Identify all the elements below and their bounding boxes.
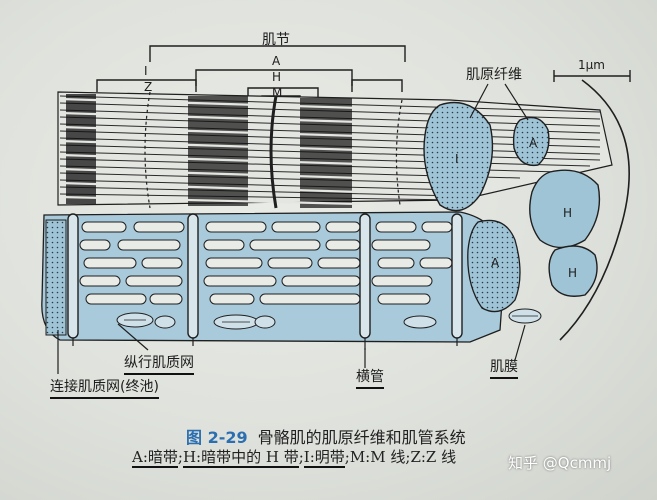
figure-number: 图 2-29 [186,428,248,447]
label-i-band: I [144,64,148,78]
leader-lines [57,83,529,374]
legend-i: I:明带 [303,448,345,468]
label-m-line: M [272,86,283,100]
label-a-band: A [272,54,281,68]
label-t-tubule: 横管 [356,366,384,389]
cross-section-label-a-small: A [529,136,538,150]
legend-h: H:暗带中的 H 带 [182,448,299,468]
inner-a-cross-section [467,219,521,313]
figure-title: 骨骼肌的肌原纤维和肌管系统 [257,428,466,447]
sarcolemma-outline [559,79,630,341]
legend-sep-3: ; [344,448,350,466]
figure-legend: A:暗带;H:暗带中的 H 带;I:明带;M:M 线;Z:Z 线 [132,446,457,468]
label-scale: 1μm [578,58,605,72]
legend-sep-2: ; [298,448,304,466]
legend-sep-4: ; [405,448,411,466]
myofibril-cross-sections [423,101,601,297]
label-h-zone: H [272,70,282,84]
sarcoplasmic-reticulum [41,211,542,350]
legend-m: M:M 线 [349,448,406,466]
label-z-line: Z [144,80,153,94]
legend-sep-1: ; [177,448,183,466]
cross-section-label-a-inner: A [491,256,500,270]
cross-section-label-h-big: H [563,206,573,220]
label-longitudinal-sr: 纵行肌质网 [124,352,194,375]
label-sarcolemma: 肌膜 [490,356,518,379]
label-myofibril: 肌原纤维 [466,67,522,83]
cross-section-label-h-small: H [568,266,578,280]
figure-caption: 图 2-29 骨骼肌的肌原纤维和肌管系统 [186,424,466,448]
legend-a: A:暗带 [132,448,178,468]
watermark: 知乎 @Qcmmj [508,454,612,472]
legend-z: Z:Z 线 [410,448,457,466]
scale-bar [553,70,631,82]
cross-section-label-i: I [455,152,459,166]
label-sarcomere: 肌节 [262,32,290,48]
label-terminal-cisterna: 连接肌质网(终池) [50,376,159,399]
